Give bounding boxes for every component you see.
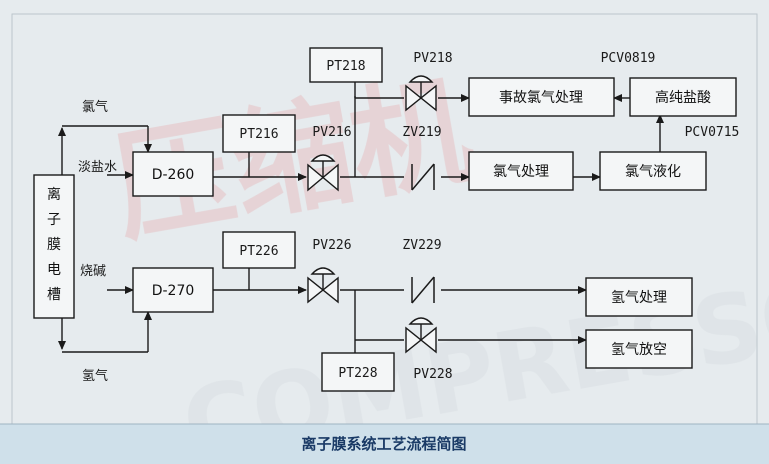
hydrogen-treatment-label: 氢气处理	[611, 290, 667, 306]
flow-lines	[58, 82, 664, 353]
electrolyzer-char: 膜	[47, 237, 61, 253]
chlorine-liquefaction-box	[599, 151, 707, 191]
hydrogen-vent-box	[585, 329, 693, 369]
pv228-tag: PV228	[413, 367, 452, 382]
pt228-label: PT228	[338, 366, 377, 381]
zv229-check-valve-icon	[411, 276, 435, 304]
zv229-tag: ZV229	[402, 238, 441, 253]
chlorine-treatment-label: 氯气处理	[493, 164, 549, 180]
pv218-valve-icon	[405, 75, 437, 112]
electrolyzer-char: 离	[47, 186, 61, 203]
electrolyzer-box	[33, 174, 75, 319]
d270-label: D-270	[152, 283, 195, 299]
electrolyzer-char: 子	[47, 212, 61, 228]
emergency-chlorine-box	[468, 77, 615, 117]
pv218-tag: PV218	[413, 51, 452, 66]
chlorine-treatment-box	[468, 151, 574, 191]
pt218-label: PT218	[326, 59, 365, 74]
pt228-box	[321, 352, 395, 392]
hydrogen-treatment-box	[585, 277, 693, 317]
pt218-box	[309, 47, 383, 83]
pv216-tag: PV216	[312, 125, 351, 140]
d270-box	[132, 267, 214, 313]
brine-label: 淡盐水	[78, 160, 117, 175]
pt216-box	[222, 114, 296, 153]
pt216-label: PT216	[239, 127, 278, 142]
hcl-box	[629, 77, 737, 117]
hcl-label: 高纯盐酸	[655, 89, 711, 106]
zv219-check-valve-icon	[411, 163, 435, 191]
pcv0819-tag: PCV0819	[601, 51, 656, 66]
hydrogen-label: 氢气	[82, 368, 108, 384]
d260-label: D-260	[152, 167, 195, 183]
chlorine-liquefaction-label: 氯气液化	[625, 164, 681, 180]
pv226-valve-icon	[307, 267, 339, 304]
electrolyzer-char: 槽	[47, 287, 61, 303]
caption-band	[0, 424, 769, 464]
watermark: 压缩机 COMPRESSOR	[104, 60, 769, 464]
pcv0715-tag: PCV0715	[685, 125, 740, 140]
hydrogen-vent-label: 氢气放空	[611, 342, 667, 358]
electrolyzer-label: 离 子 膜 电 槽	[47, 186, 61, 303]
pv228-valve-icon	[405, 317, 437, 354]
zv219-tag: ZV219	[402, 125, 441, 140]
pt226-label: PT226	[239, 244, 278, 259]
caustic-label: 烧碱	[80, 264, 106, 279]
pt226-box	[222, 231, 296, 269]
pv226-tag: PV226	[312, 238, 351, 253]
pv216-valve-icon	[307, 154, 339, 192]
diagram-caption: 离子膜系统工艺流程简图	[301, 435, 466, 453]
electrolyzer-char: 电	[47, 262, 61, 278]
emergency-chlorine-label: 事故氯气处理	[499, 90, 583, 106]
d260-box	[132, 151, 214, 197]
chlorine-label: 氯气	[82, 99, 108, 115]
